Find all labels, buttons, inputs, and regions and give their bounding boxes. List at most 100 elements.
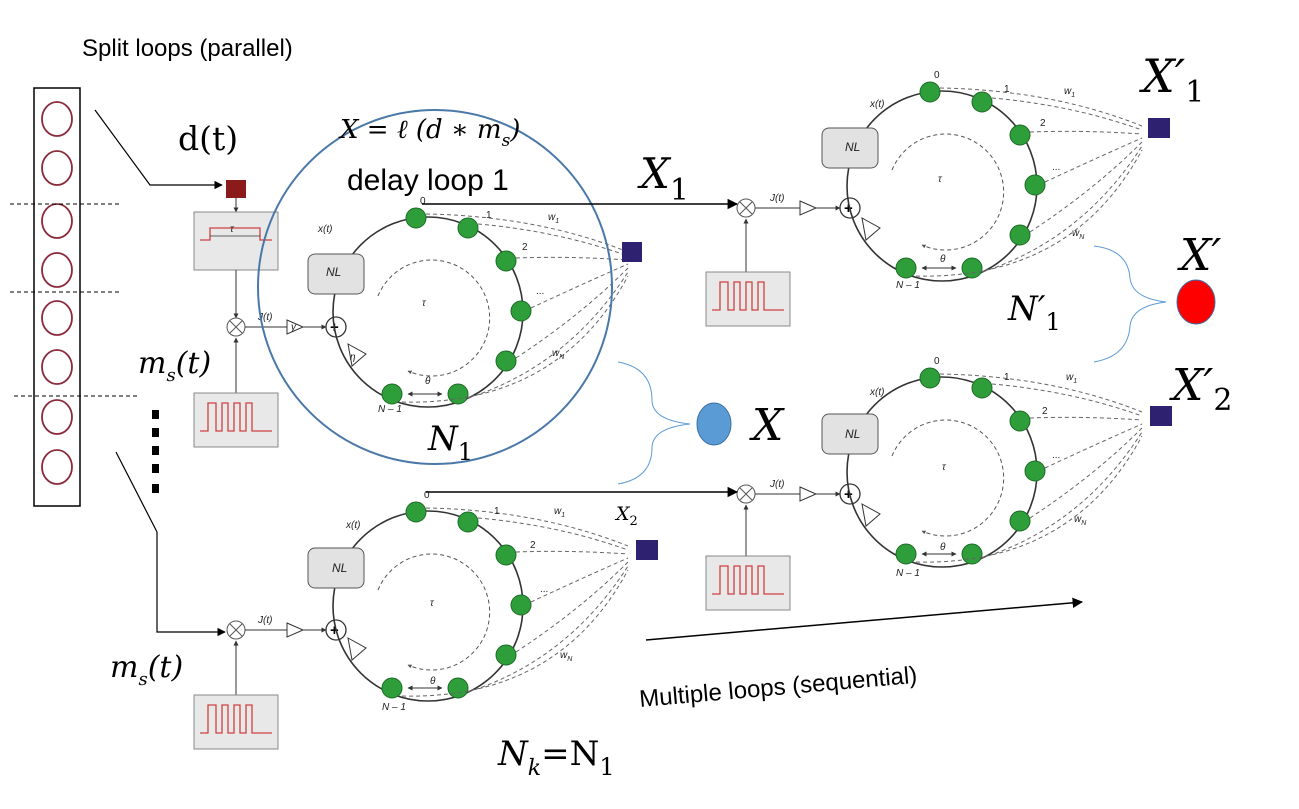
node-2-label: 2 [530,540,536,551]
jt-label: J(t) [769,193,784,204]
split-loop-circle-2 [41,150,73,186]
node-2-label: 2 [522,242,528,253]
arrow-to-loopk [115,451,226,637]
wn-sub: N [559,354,565,361]
split-loop-circle-3 [41,203,73,239]
jt-label: J(t) [769,479,784,490]
svg-text:wN: wN [552,348,565,361]
split-loops-column: Split loops (parallel) [10,35,293,637]
node-1-label: 1 [486,210,492,221]
svg-text:+: + [844,200,853,217]
theta-label: θ [940,254,946,265]
node-dots-label: ... [540,584,548,595]
svg-text:+: + [330,622,339,639]
n1-prime-label: N′1 [1007,289,1061,336]
dt-label: d(t) [178,119,238,158]
x-blue-dot [696,402,732,446]
node-0-label: 0 [420,196,426,207]
node-0-label: 0 [934,356,940,367]
ellipsis-vertical [152,410,159,493]
node-2-label: 2 [1040,118,1046,129]
x-label: X [749,400,785,451]
output-square-1 [622,242,642,262]
tau-delay-box: τ [193,211,279,271]
svg-text:wN: wN [560,650,573,663]
node-dots-label: ... [1052,162,1060,173]
svg-text:w1: w1 [548,212,559,225]
nk-label: Nk=N1 [497,734,615,781]
delay-loop-k: J(t) + x(t) NL τ 0 1 2 ... N – 1 θ w1 wN [193,490,658,750]
tau-ring-label: τ [422,298,427,309]
node-1-label: 1 [494,506,500,517]
node-n1-label: N – 1 [382,702,406,713]
wn-label: w [1072,228,1080,239]
split-loop-circle-8 [41,449,73,485]
x2-small-label: X2 [614,503,638,529]
w1-label: w [1066,372,1074,383]
output-square-k [636,540,658,560]
split-loop-circle-1 [41,101,73,137]
node-dots-label: ... [1052,450,1060,461]
svg-text:w1: w1 [554,506,565,519]
ms-t-label-2: ms(t) [110,650,183,690]
delay-loop-n1-prime: J(t) + x(t) NL τ 0 1 2 ... N – 1 θ w1 wN [705,70,1170,327]
svg-text:+: + [844,486,853,503]
node-n1-label: N – 1 [896,280,920,291]
delay-loop-n2-prime: J(t) + x(t) NL τ 0 1 2 ... N – 1 θ w1 wN [705,356,1172,611]
nl-label: NL [845,427,860,441]
split-loops-label: Split loops (parallel) [82,35,293,62]
ms-t-label-1: ms(t) [138,346,211,386]
brace-x [617,361,691,485]
xt-label: x(t) [869,387,884,398]
brace-x-prime [1093,245,1167,363]
split-loop-circles [41,101,73,485]
formula-label: X = ℓ (d ∗ ms) [338,115,520,151]
n1-label: N1 [427,419,473,466]
svg-text:wN: wN [1074,514,1087,527]
split-loop-circle-6 [41,349,73,385]
tau-ring-label: τ [938,174,943,185]
split-loop-circle-7 [41,399,73,435]
node-2-label: 2 [1042,406,1048,417]
theta-label: θ [940,542,946,553]
theta-label: θ [430,676,436,687]
nl-label: NL [845,140,860,154]
tau-label: τ [230,224,235,235]
eta-label: η [350,352,356,363]
wn-label: w [552,348,560,359]
wn-label: w [560,650,568,661]
multiple-loops-arrow [645,597,1084,641]
node-0-label: 0 [934,70,940,81]
split-loop-circle-5 [41,300,73,336]
svg-text:wN: wN [1072,228,1085,241]
w1-label: w [548,212,556,223]
x2-prime-label: X′2 [1169,360,1232,418]
x1-label: X1 [637,149,689,208]
node-1-label: 1 [1004,372,1010,383]
theta-label: θ [425,376,431,387]
w1-label: w [1064,86,1072,97]
split-loop-circle-4 [41,252,73,288]
node-1-label: 1 [1004,84,1010,95]
svg-text:w1: w1 [1066,372,1077,385]
output-square-n2-prime [1150,406,1172,426]
nl-label: NL [326,265,341,279]
tau-ring-label: τ [942,462,947,473]
svg-text:w1: w1 [1064,86,1075,99]
node-0-label: 0 [424,490,430,501]
node-n1-label: N – 1 [896,568,920,579]
output-square-n1-prime [1148,118,1170,138]
nl-label: NL [332,561,347,575]
arrow-to-loop1 [94,109,223,190]
gamma-label: γ [291,322,297,333]
x-prime-red-dot [1176,279,1216,325]
node-n1-label: N – 1 [378,404,402,415]
w1-sub: 1 [555,218,559,225]
xt-label: x(t) [345,520,360,531]
node-dots-label: ... [536,286,544,297]
multiple-loops-label: Multiple loops (sequential) [638,662,918,713]
tau-ring-label: τ [430,598,435,609]
wn-label: w [1074,514,1082,525]
xt-label: x(t) [869,99,884,110]
